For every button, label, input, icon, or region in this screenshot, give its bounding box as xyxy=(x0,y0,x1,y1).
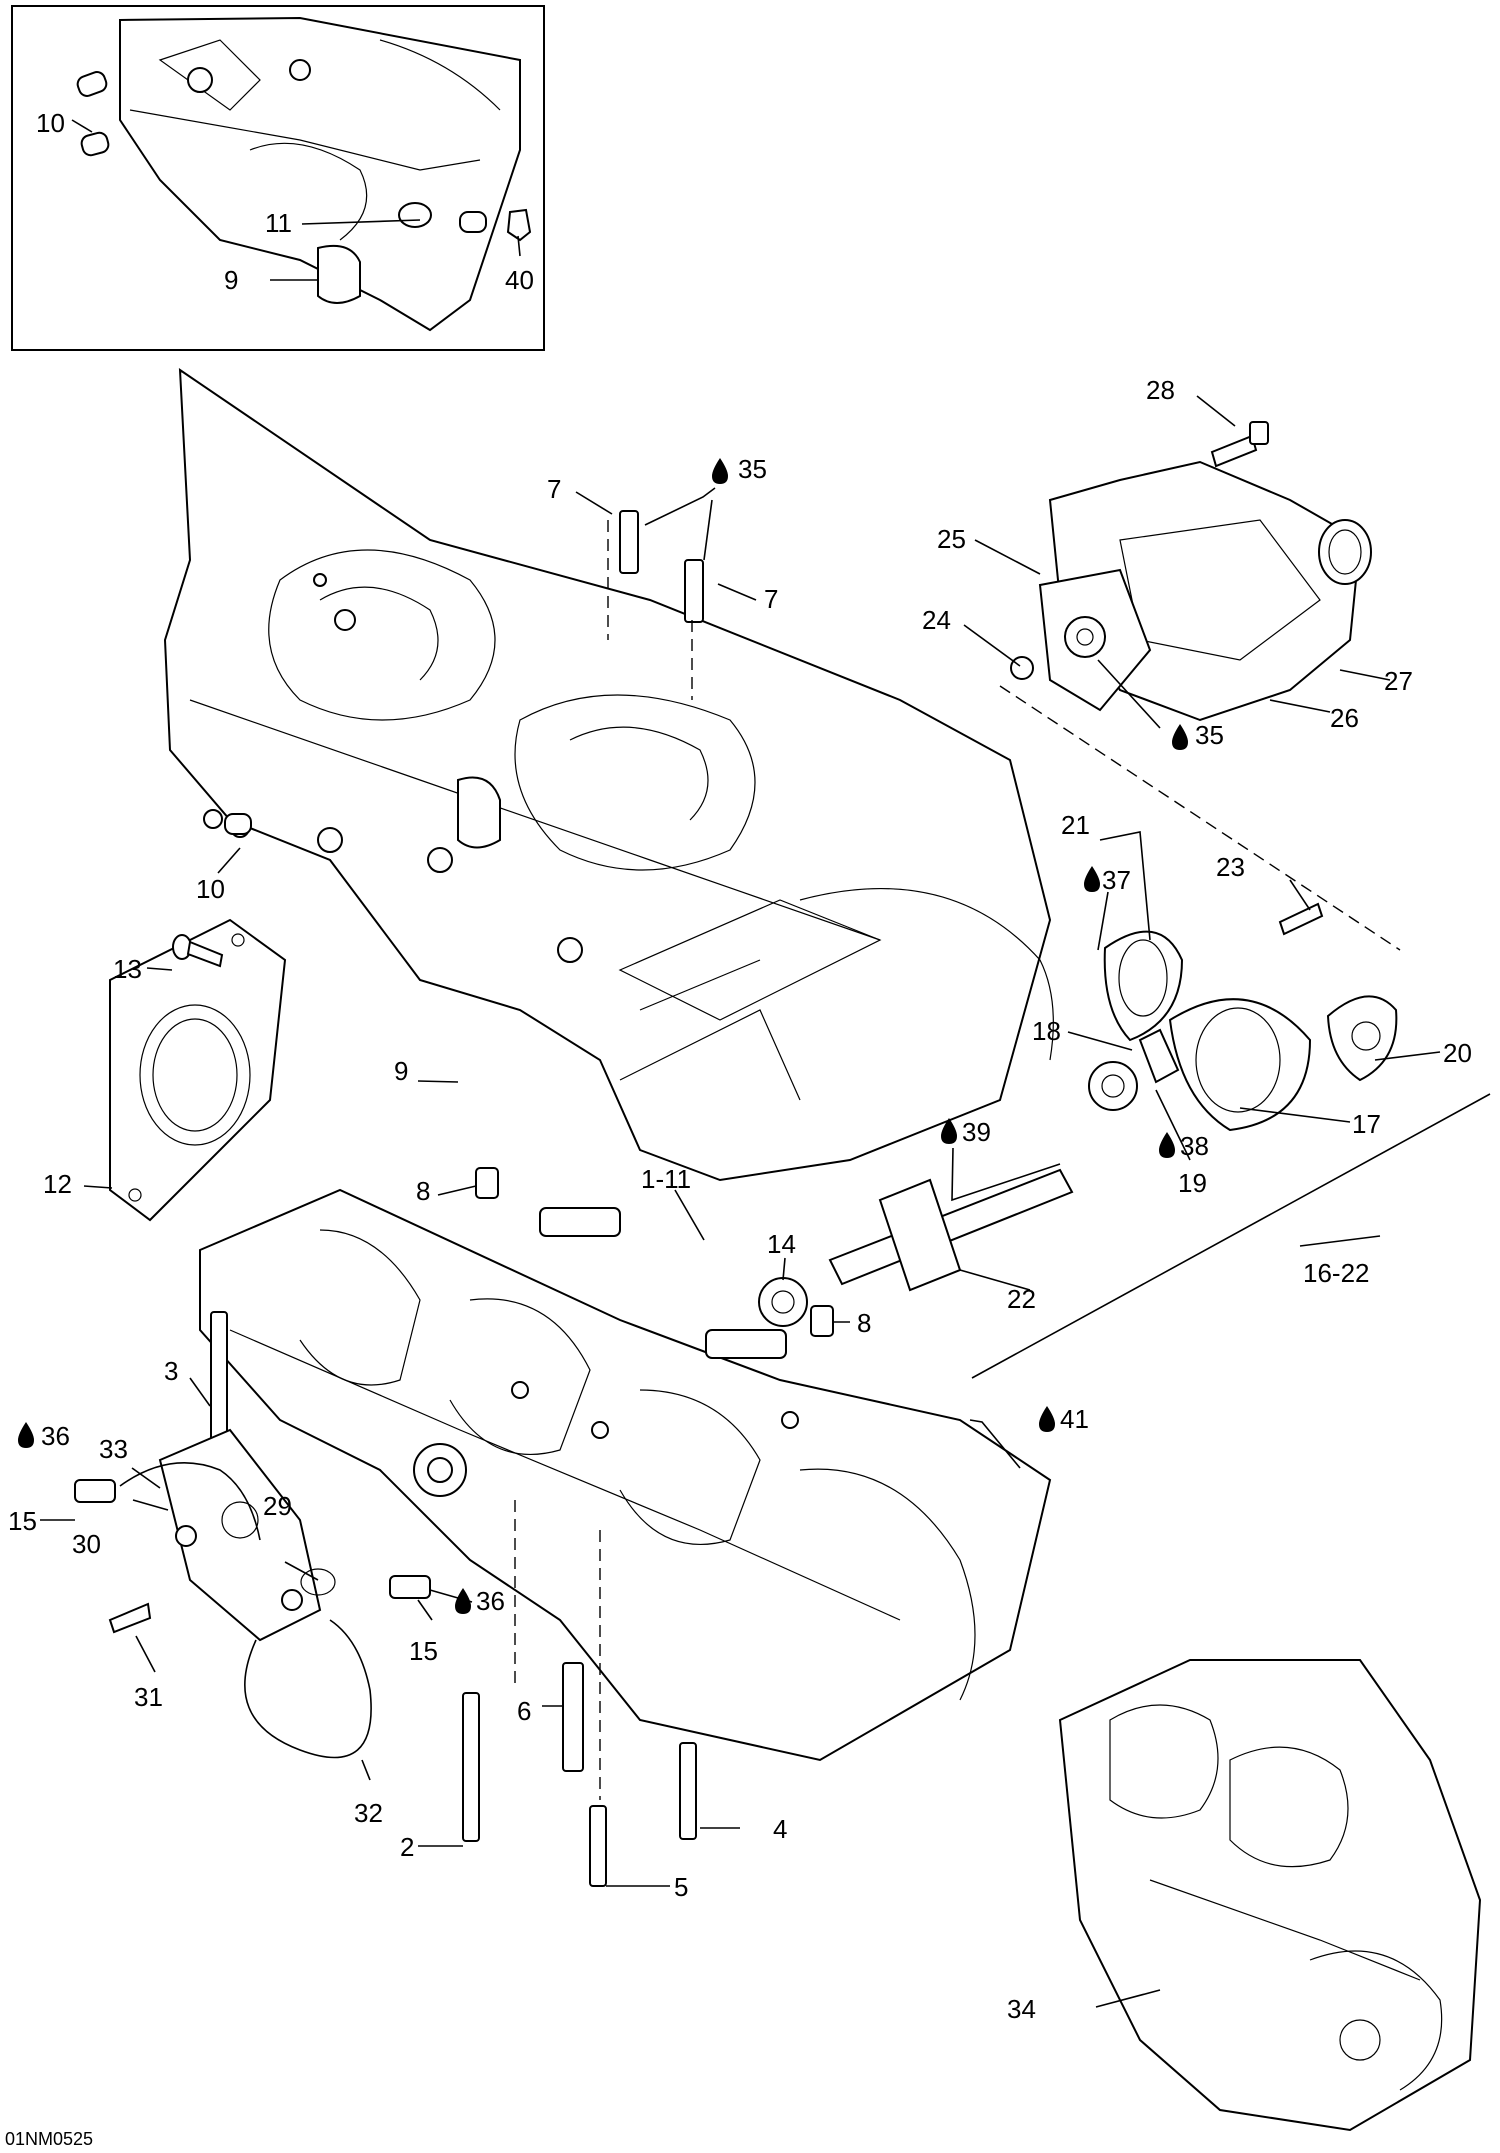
callout-7b: 7 xyxy=(764,584,778,614)
screw-31 xyxy=(108,1602,152,1634)
callout-10: 10 xyxy=(196,874,225,904)
figure-reference-code: 01NM0525 xyxy=(5,2129,93,2149)
bolt-4 xyxy=(679,1742,697,1840)
plug-10 xyxy=(224,813,252,835)
callout-24: 24 xyxy=(922,605,951,635)
complete-engine-34 xyxy=(1058,1659,1482,2132)
callout-32: 32 xyxy=(354,1798,383,1828)
callout-38: 38 xyxy=(1180,1131,1209,1161)
callout-35b: 35 xyxy=(1195,720,1224,750)
stud-6 xyxy=(562,1662,584,1772)
callout-9-inset: 9 xyxy=(224,265,238,295)
callout-3: 3 xyxy=(164,1356,178,1386)
callout-7a: 7 xyxy=(547,474,561,504)
callout-27: 27 xyxy=(1384,666,1413,696)
callout-11-inset: 11 xyxy=(265,208,292,238)
callout-4: 4 xyxy=(773,1814,787,1844)
o-ring-29 xyxy=(300,1568,336,1596)
seal-9 xyxy=(457,776,501,849)
callout-40-inset: 40 xyxy=(505,265,534,295)
callout-41: 41 xyxy=(1060,1404,1089,1434)
bolt-7-right xyxy=(684,559,704,623)
gasket-12 xyxy=(109,918,287,1222)
fitting-15-left xyxy=(74,1479,116,1503)
oil-pump-30 xyxy=(158,1428,322,1642)
callout-23: 23 xyxy=(1216,852,1245,882)
callout-30: 30 xyxy=(72,1529,101,1559)
bolt-2 xyxy=(462,1692,480,1842)
callout-8b: 8 xyxy=(857,1308,871,1338)
callout-1-11: 1-11 xyxy=(641,1164,691,1194)
callout-31: 31 xyxy=(134,1682,163,1712)
callout-15b: 15 xyxy=(409,1636,438,1666)
screw-13 xyxy=(172,934,224,968)
callout-21: 21 xyxy=(1061,810,1090,840)
callout-34: 34 xyxy=(1007,1994,1036,2024)
callout-29: 29 xyxy=(263,1491,292,1521)
callout-14: 14 xyxy=(767,1229,796,1259)
hose-32 xyxy=(244,1619,372,1759)
callout-20: 20 xyxy=(1443,1038,1472,1068)
callout-13: 13 xyxy=(113,954,142,984)
water-pump-housing xyxy=(1010,421,1372,722)
callout-17: 17 xyxy=(1352,1109,1381,1139)
dowel-pin-8-upper xyxy=(475,1167,499,1199)
callout-25: 25 xyxy=(937,524,966,554)
callout-6: 6 xyxy=(517,1696,531,1726)
callout-35a: 35 xyxy=(738,454,767,484)
lower-crankcase xyxy=(199,1188,1052,1762)
upper-crankcase xyxy=(163,368,1054,1182)
callout-39: 39 xyxy=(962,1117,991,1147)
callout-36a: 36 xyxy=(41,1421,70,1451)
callout-22: 22 xyxy=(1007,1284,1036,1314)
callout-5: 5 xyxy=(674,1872,688,1902)
callout-15a: 15 xyxy=(8,1506,37,1536)
bolt-7-left xyxy=(619,510,639,574)
callout-26: 26 xyxy=(1330,703,1359,733)
callout-8a: 8 xyxy=(416,1176,430,1206)
callout-18: 18 xyxy=(1032,1016,1061,1046)
callout-28: 28 xyxy=(1146,375,1175,405)
callout-2: 2 xyxy=(400,1832,414,1862)
callout-37: 37 xyxy=(1102,865,1131,895)
callout-10-inset: 10 xyxy=(36,108,65,138)
bolt-5 xyxy=(589,1805,607,1887)
callout-19: 19 xyxy=(1178,1168,1207,1198)
callout-12: 12 xyxy=(43,1169,72,1199)
dowel-pin-8-lower xyxy=(810,1305,834,1337)
shaft-assembly-16-22 xyxy=(758,902,1398,1327)
hose-33 xyxy=(119,1462,261,1541)
oil-drop-icon xyxy=(18,458,1188,1614)
callout-36b: 36 xyxy=(476,1586,505,1616)
callout-33: 33 xyxy=(99,1434,128,1464)
callout-9: 9 xyxy=(394,1056,408,1086)
stud-3 xyxy=(210,1311,228,1443)
dashed-line-water-pump xyxy=(999,685,1401,951)
detail-inset xyxy=(11,5,545,351)
callout-16-22: 16-22 xyxy=(1303,1258,1370,1288)
fitting-15-right xyxy=(389,1575,431,1599)
